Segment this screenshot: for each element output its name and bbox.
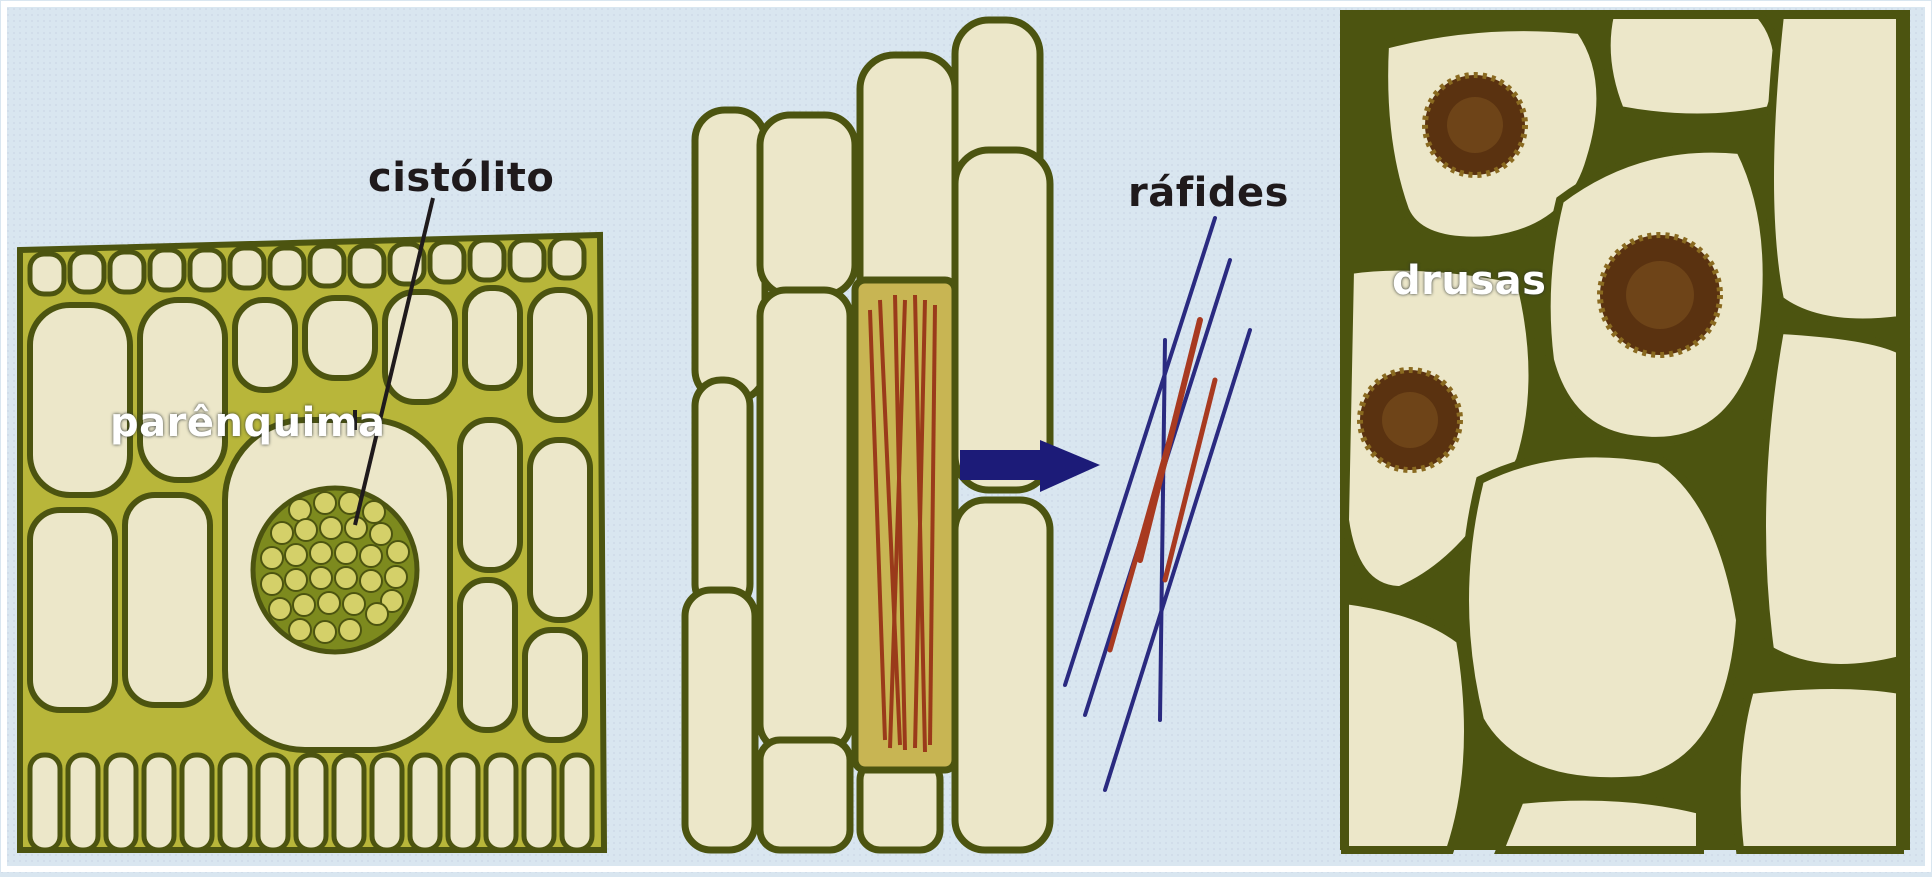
panel-druses — [1340, 10, 1910, 850]
lower-epidermis — [30, 755, 592, 850]
label-raphides: ráfides — [1128, 170, 1289, 216]
cystolith-body — [253, 488, 417, 652]
label-parenchyma: parênquima — [110, 400, 385, 446]
label-druses: drusas — [1392, 258, 1546, 304]
panel-cystolith — [20, 198, 604, 850]
label-cystolith: cistólito — [368, 155, 554, 201]
